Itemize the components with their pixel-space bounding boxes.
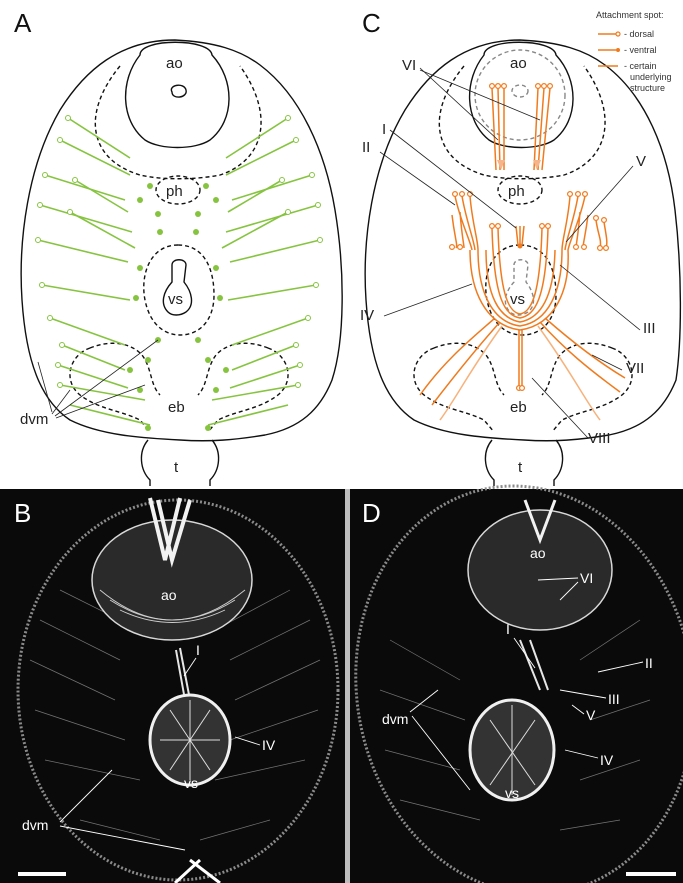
- panel-letter-b: B: [14, 498, 31, 528]
- label-vs-c: vs: [510, 291, 525, 308]
- label-iv-d: IV: [600, 752, 614, 768]
- label-v-c: V: [636, 153, 646, 170]
- label-dvm-a: dvm: [20, 411, 48, 428]
- label-ao-b: ao: [161, 587, 177, 603]
- legend-structure: structure: [630, 83, 665, 93]
- ao-dashed-a: [95, 66, 261, 179]
- legend-title: Attachment spot:: [596, 10, 664, 20]
- body-outline-a: [21, 40, 342, 441]
- legend-certain: - certain: [624, 61, 657, 71]
- eb-left-a: [70, 343, 160, 432]
- scale-bar-b: [18, 872, 66, 876]
- label-ao-d: ao: [530, 545, 546, 561]
- ao-pore-c: [512, 85, 528, 97]
- label-eb-c: eb: [510, 399, 527, 416]
- ao-pore-a: [171, 85, 186, 97]
- panel-c: C t ao ph vs eb: [360, 8, 680, 486]
- legend-ventral-marker: [616, 48, 620, 52]
- legend: Attachment spot: - dorsal - ventral - ce…: [596, 10, 672, 93]
- label-ii-d: II: [645, 655, 653, 671]
- label-vii-c: VII: [626, 360, 644, 377]
- label-ph-a: ph: [166, 183, 183, 200]
- divider: [345, 489, 350, 883]
- ao-dashed-c: [439, 66, 605, 179]
- panel-b: ao I vs IV dvm B: [0, 489, 345, 883]
- label-viii-c: VIII: [588, 430, 611, 447]
- panel-d: ao VI I II III V IV vs dvm D: [324, 459, 683, 883]
- legend-ventral: - ventral: [624, 45, 657, 55]
- eb-right-c: [542, 343, 632, 432]
- dvm-leaders-a: [38, 340, 158, 418]
- eb-left-c: [414, 343, 504, 432]
- panel-letter-a: A: [14, 8, 32, 38]
- label-i-c: I: [382, 121, 386, 138]
- orange-muscles-c: [420, 84, 625, 420]
- labels-c: VI I II V III IV VII VIII: [360, 57, 656, 447]
- scale-bar-d: [626, 872, 676, 876]
- label-t-c: t: [518, 459, 523, 476]
- label-i-d: I: [506, 621, 510, 637]
- panel-letter-d: D: [362, 498, 381, 528]
- label-dvm-b: dvm: [22, 817, 48, 833]
- label-dvm-d: dvm: [382, 711, 408, 727]
- label-ii-c: II: [362, 139, 370, 156]
- label-v-d: V: [586, 707, 596, 723]
- label-vs-a: vs: [168, 291, 183, 308]
- label-vs-d: vs: [505, 785, 519, 801]
- legend-dorsal-marker: [616, 32, 620, 36]
- panel-a: A t ao ph vs eb: [14, 8, 342, 486]
- legend-underlying: underlying: [630, 72, 672, 82]
- tail-c: [485, 440, 562, 486]
- label-iv-b: IV: [262, 737, 276, 753]
- vs-dashed-a: [144, 245, 214, 335]
- label-i-b: I: [196, 642, 200, 658]
- label-iii-d: III: [608, 691, 620, 707]
- label-iii-c: III: [643, 320, 656, 337]
- label-vi-d: VI: [580, 570, 593, 586]
- label-t-a: t: [174, 459, 179, 476]
- label-ph-c: ph: [508, 183, 525, 200]
- green-muscles-a: [36, 116, 323, 432]
- label-eb-a: eb: [168, 399, 185, 416]
- legend-dorsal: - dorsal: [624, 29, 654, 39]
- tail-a: [141, 440, 218, 486]
- label-vi-c: VI: [402, 57, 416, 74]
- label-vs-b: vs: [184, 775, 198, 791]
- panel-letter-c: C: [362, 8, 381, 38]
- label-ao-c: ao: [510, 55, 527, 72]
- label-ao-a: ao: [166, 55, 183, 72]
- eb-right-a: [198, 343, 288, 432]
- label-iv-c: IV: [360, 307, 374, 324]
